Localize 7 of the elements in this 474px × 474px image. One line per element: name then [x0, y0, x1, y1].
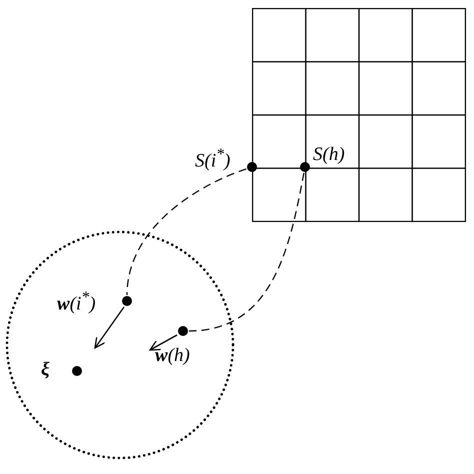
point-label: S(i$^{*}$) — [195, 145, 230, 172]
point-label: ξ — [41, 359, 50, 381]
point-label: w(i$^{*}$) — [57, 288, 96, 316]
dashed-connector — [126, 168, 247, 296]
dashed-connector — [188, 172, 304, 332]
point-label: S(h) — [313, 144, 345, 166]
point-label: w(h) — [155, 345, 190, 367]
